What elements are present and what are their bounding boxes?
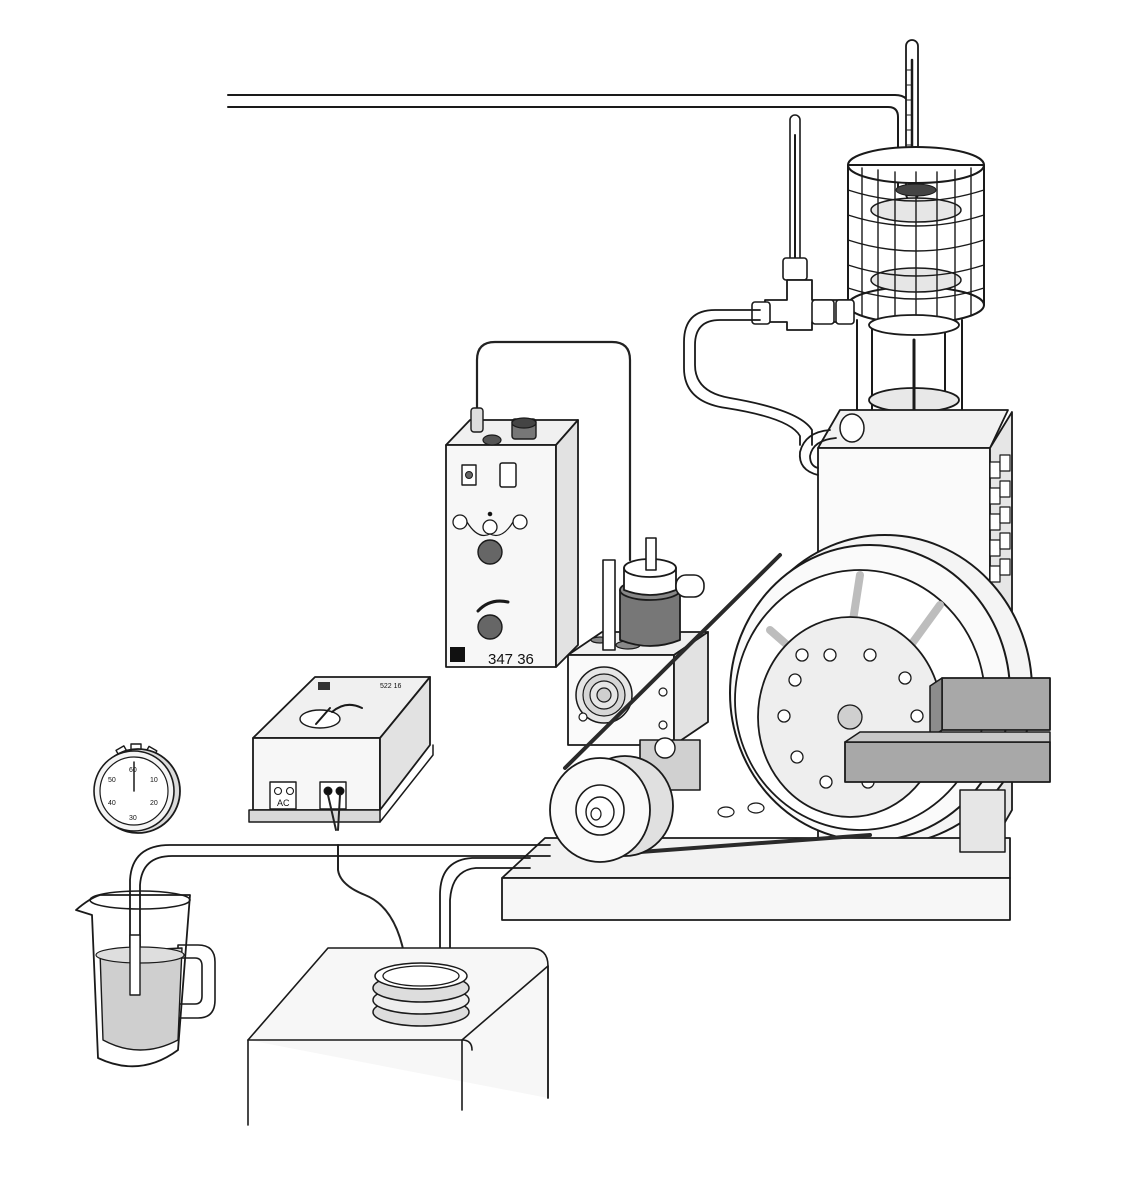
stopwatch-number-50: 50: [108, 777, 116, 784]
water-tube-to-canister: [439, 857, 531, 981]
water-canister: [247, 947, 549, 1126]
brake-beam-upper: [929, 677, 1051, 739]
stopwatch: 60 10 20 30 40 50: [93, 743, 181, 834]
overhead-tube: [227, 94, 911, 191]
thermometer-side: [751, 114, 855, 331]
stopwatch-number-60: 60: [129, 767, 137, 774]
generator-cylinder: [602, 537, 705, 651]
stopwatch-number-20: 20: [150, 800, 158, 807]
cooling-tube-side: [798, 429, 837, 476]
flywheel: [729, 534, 1033, 846]
water-tube-to-beaker: [129, 844, 551, 991]
power-supply-model-number: 522 16: [380, 683, 402, 690]
control-unit: 347 36: [445, 407, 579, 668]
drive-pulley: [549, 755, 674, 863]
heater-wire: [327, 794, 407, 966]
stopwatch-number-10: 10: [150, 777, 158, 784]
heater-cage: [847, 146, 985, 324]
power-supply-ac-label: AC: [277, 798, 290, 808]
measuring-beaker: [75, 890, 216, 1068]
cooling-tube-left: [683, 309, 813, 446]
control-unit-model-number: 347 36: [488, 651, 534, 668]
signal-cable: [475, 340, 632, 562]
power-supply: 522 16 AC: [248, 676, 434, 823]
brake-beam-lower: [844, 731, 1051, 783]
stopwatch-number-30: 30: [129, 815, 137, 822]
stopwatch-number-40: 40: [108, 800, 116, 807]
